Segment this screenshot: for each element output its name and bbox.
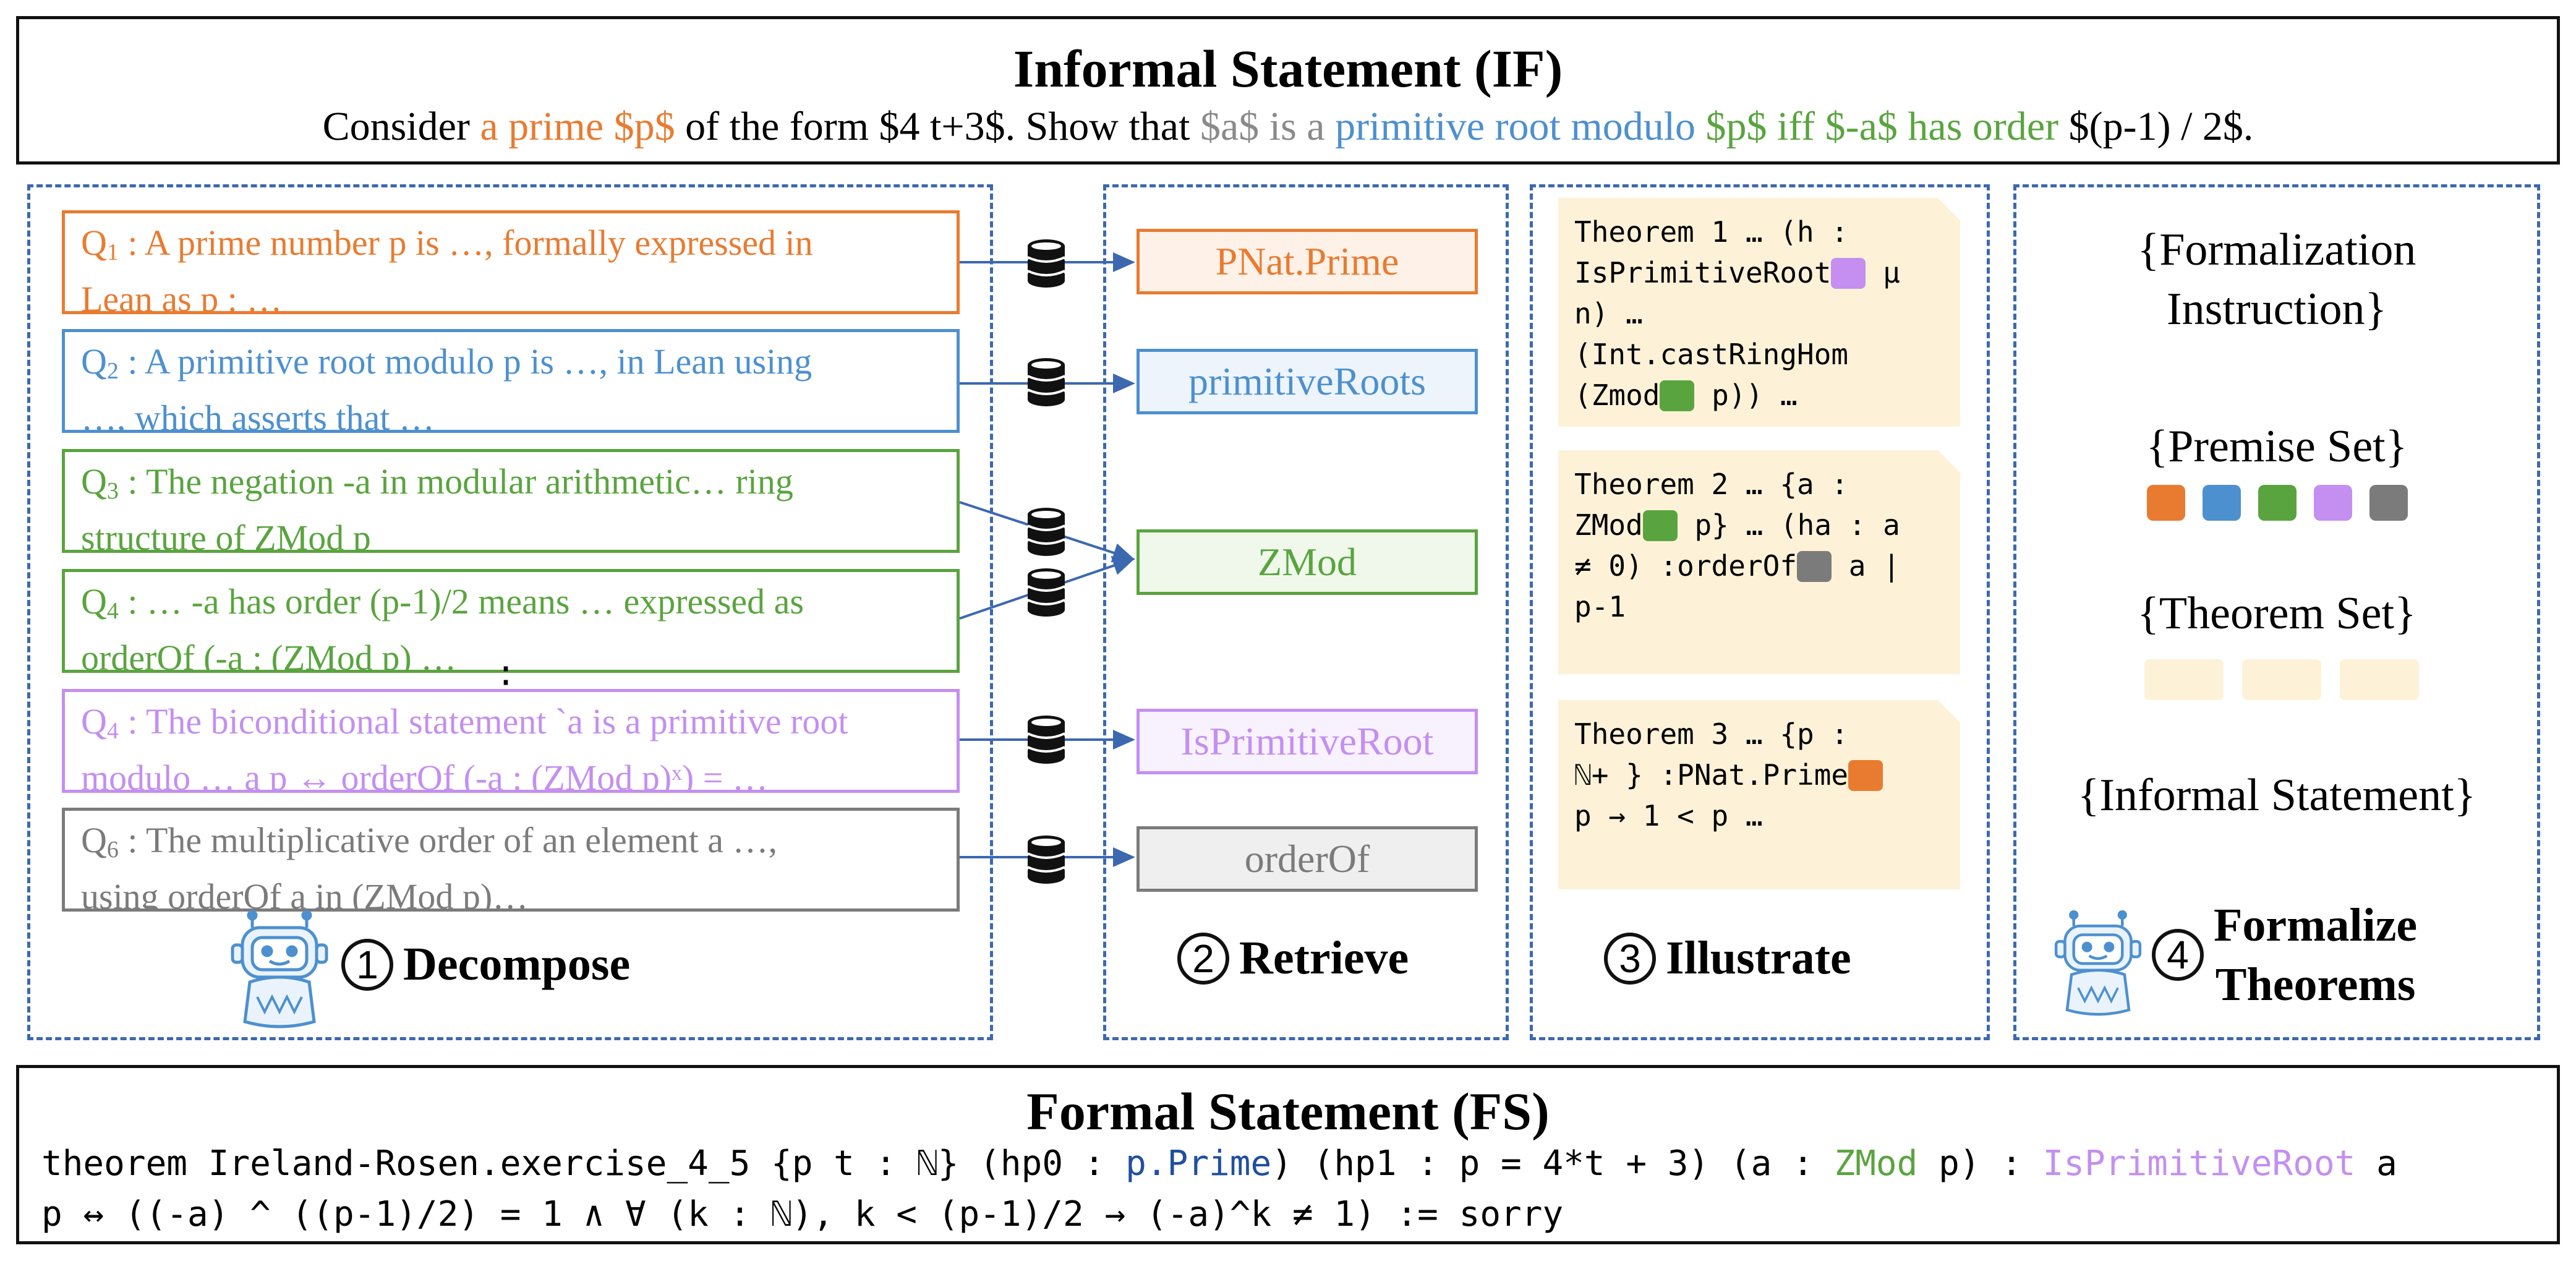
question-box-q5: Q4 : The biconditional statement `a is a… [62,689,960,793]
step-number: 2 [1177,932,1229,985]
question-line: Q2 : A primitive root modulo p is …, in … [81,341,812,384]
question-line: Q3 : The negation -a in modular arithmet… [81,461,793,504]
legend-square [2258,485,2297,521]
question-line: structure of ZMod p [81,518,371,553]
database-icon [1026,714,1066,765]
formal-statement-title: Formal Statement (FS) [1026,1082,1550,1141]
formalize-panel [2013,184,2540,1040]
premise-marker [1797,551,1832,582]
question-line: Q4 : … -a has order (p-1)/2 means … expr… [81,581,804,624]
informal-statement-title: Informal Statement (IF) [1013,39,1563,98]
database-icon [1026,834,1066,885]
step-number: 4 [2152,929,2204,981]
informal-statement-text: Consider a prime $p$ of the form $4 t+3$… [19,103,2557,150]
if-segment-prime: a prime $p$ [480,104,675,149]
step-number: 3 [1604,932,1656,985]
step-label: Illustrate [1666,932,1851,984]
premise-box: ZMod [1137,529,1478,595]
step-label: Formalize Theorems [2214,899,2418,1011]
robot-icon [2054,910,2142,1016]
step-retrieve: 2 Retrieve [1177,931,1409,985]
theorem-placeholder [2144,659,2224,700]
if-segment: of the form $4 t+3$. Show that [675,104,1200,149]
legend-square [2203,485,2241,521]
question-box-q2: Q2 : A primitive root modulo p is …, in … [62,329,960,433]
if-segment: $(p-1) / 2$. [2058,104,2254,149]
premise-set-legend [2147,485,2408,521]
premise-box: orderOf [1137,826,1478,892]
formal-statement-line-1: theorem Ireland-Rosen.exercise_4_5 {p t … [41,1143,2397,1184]
question-line: Q1 : A prime number p is …, formally exp… [81,223,813,265]
question-line: Q6 : The multiplicative order of an elem… [81,820,778,863]
if-segment: is a [1259,104,1336,149]
if-segment: Consider [322,104,480,149]
question-line: using orderOf a in (ZMod p)… [81,876,529,912]
step-label: Retrieve [1239,932,1409,984]
premise-marker [1848,760,1883,791]
question-line: orderOf (-a : (ZMod p) … [81,638,457,673]
retrieve-panel [1103,184,1509,1040]
question-line: …, which asserts that … [81,398,435,433]
database-icon [1026,567,1066,618]
premise-box: primitiveRoots [1137,349,1478,414]
step-label: Decompose [403,938,631,990]
theorem-card-2: Theorem 2 … {a : ZMod p} … (ha : a ≠ 0) … [1558,450,1960,674]
formal-statement-box: Formal Statement (FS) theorem Ireland-Ro… [16,1065,2560,1244]
question-box-q3: Q3 : The negation -a in modular arithmet… [62,449,960,553]
legend-square [2314,485,2352,521]
database-icon [1026,507,1066,557]
database-icon [1026,357,1066,408]
formalization-instruction: {Formalization Instruction} [2137,224,2416,335]
question-label: Q3 [81,461,119,504]
step-formalize: 4 Formalize Theorems [2152,896,2417,1014]
premise-box: IsPrimitiveRoot [1137,709,1478,774]
decompose-panel [27,184,993,1040]
question-label: Q6 [81,820,119,863]
question-box-q6: Q6 : The multiplicative order of an elem… [62,808,960,912]
legend-square [2369,485,2408,521]
question-line: Lean as p : … [81,279,283,314]
legend-square [2147,485,2185,521]
theorem-set-legend [2144,659,2419,700]
question-label: Q2 [81,341,119,384]
question-label: Q4 [81,581,119,624]
premise-marker [1831,258,1866,289]
step-decompose: 1 Decompose [341,938,630,991]
theorem-card-1: Theorem 1 … (h : IsPrimitiveRoot μ n) … … [1558,198,1960,427]
question-box-q1: Q1 : A prime number p is …, formally exp… [62,210,960,314]
question-label: Q4 [81,701,119,744]
if-segment-order: $p$ iff $-a$ has order [1695,104,2059,149]
theorem-placeholder [2242,659,2321,700]
if-segment-a: $a$ [1200,104,1260,149]
informal-statement-box: Informal Statement (IF) Consider a prime… [16,16,2560,165]
premise-marker [1643,510,1678,541]
theorem-set-label: {Theorem Set} [2137,588,2416,639]
question-line: modulo … a p ↔ orderOf (-a : (ZMod p)ˣ) … [81,758,768,793]
formal-statement-line-2: p ↔ ((-a) ^ ((p-1)/2) = 1 ∧ ∀ (k : ℕ), k… [41,1194,1564,1234]
question-label: Q1 [81,223,119,265]
step-illustrate: 3 Illustrate [1604,931,1851,985]
if-segment-primitive-root: primitive root modulo [1335,104,1696,149]
theorem-card-3: Theorem 3 … {p : ℕ+ } :PNat.Prime p → 1 … [1558,700,1960,889]
database-icon [1026,238,1066,289]
robot-icon [231,910,328,1028]
step-number: 1 [341,938,393,991]
theorem-placeholder [2340,659,2419,700]
informal-statement-label: {Informal Statement} [2077,770,2476,821]
premise-set-label: {Premise Set} [2146,421,2408,472]
premise-box: PNat.Prime [1137,229,1478,294]
question-box-q4: Q4 : … -a has order (p-1)/2 means … expr… [62,569,960,673]
illustrate-panel [1530,184,1990,1040]
premise-marker [1660,380,1694,411]
question-line: Q4 : The biconditional statement `a is a… [81,701,848,744]
